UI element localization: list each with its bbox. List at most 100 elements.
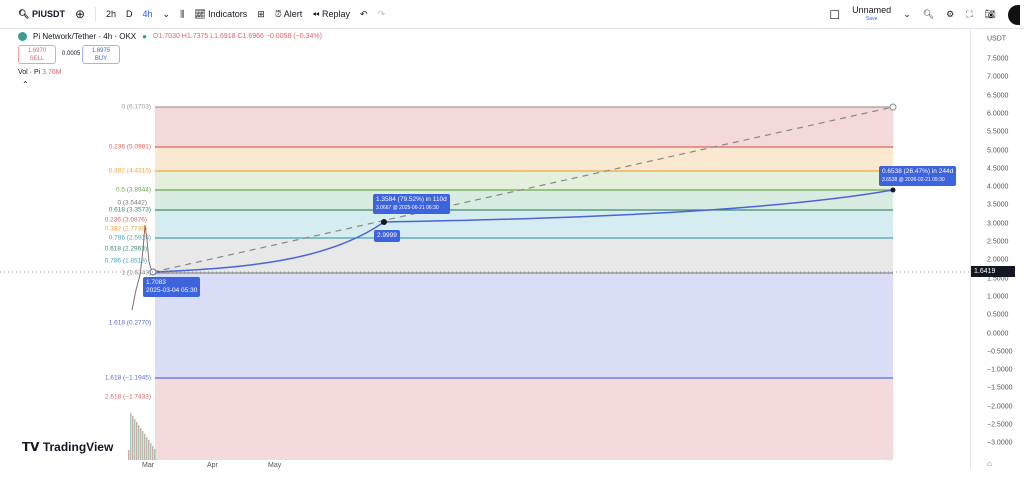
undo-icon[interactable]: ↶	[360, 8, 368, 19]
symbol-title[interactable]: Pi Network/Tether · 4h · OKX	[33, 32, 137, 41]
price-tick: −3.0000	[987, 439, 1013, 447]
volume-bar	[152, 446, 154, 460]
volume-bar	[150, 443, 152, 460]
brand-name: TradingView	[42, 440, 114, 454]
fib-level-label: 0.236 (3.0876)	[104, 216, 147, 224]
volume-bar	[142, 431, 144, 460]
fib-level-label: 1.618 (0.2770)	[108, 319, 151, 327]
volume-bar	[140, 428, 142, 460]
volume-bar	[128, 450, 130, 460]
interval-2h[interactable]: 2h	[106, 9, 117, 19]
volume-bar	[136, 422, 138, 460]
volume-bar	[138, 425, 140, 460]
price-tick: 7.5000	[987, 55, 1009, 63]
fib-level-label: 0.618 (2.2963)	[104, 245, 147, 253]
fib-level-label: 0.786 (2.5919)	[108, 234, 151, 242]
sell-price: 1.6970	[27, 48, 47, 54]
start-price: 1.7083	[146, 279, 166, 286]
price-tick: 2.5000	[987, 238, 1009, 246]
projection-curve	[152, 189, 894, 273]
divider	[95, 7, 97, 21]
avatar[interactable]	[1008, 4, 1020, 25]
time-axis-label: May	[268, 462, 282, 469]
tv-logo-icon: 𝗧𝗩	[22, 440, 40, 454]
redo-icon[interactable]: ↷	[377, 8, 386, 19]
volume-label: Vol · Pi	[18, 69, 41, 76]
spread: 0.0005	[62, 51, 81, 57]
tradingview-logo[interactable]: 𝗧𝗩 TradingView	[22, 440, 113, 454]
replay-label: Replay	[322, 8, 351, 19]
volume-value: 3.76M	[42, 69, 62, 76]
fib-band	[155, 190, 893, 210]
fib-level-label: 0 (6.1703)	[121, 103, 151, 111]
fib-band	[155, 107, 893, 147]
end-point	[890, 187, 896, 193]
buy-label: BUY	[94, 56, 108, 62]
buy-price: 1.6975	[91, 48, 111, 54]
price-tick: −2.0000	[987, 403, 1013, 411]
mid-price-tag: 2.9999	[374, 230, 400, 242]
chevron-down-icon[interactable]: ⌄	[903, 9, 911, 19]
chevron-down-icon[interactable]: ⌄	[162, 8, 171, 19]
symbol-search[interactable]: 🔍︎ PIUSDT	[18, 8, 65, 19]
settings-icon[interactable]: ⚙	[946, 9, 955, 19]
price-tick: 2.0000	[987, 256, 1009, 264]
interval-d[interactable]: D	[126, 9, 133, 19]
templates-icon[interactable]: ⊞	[257, 8, 265, 19]
candles-icon[interactable]: ⫼	[180, 8, 185, 19]
volume-bar	[146, 437, 148, 460]
current-price: 1.6419	[974, 268, 996, 275]
replay-button[interactable]: ⏪︎ Replay	[312, 8, 351, 19]
price-tick: 6.5000	[987, 92, 1009, 100]
volume-bar	[144, 434, 146, 460]
end-change-tag: 0.6538 (26.47%) in 244d 3.6538 @ 2026-02-…	[879, 166, 957, 186]
mid-point	[381, 219, 387, 225]
fib-band	[155, 378, 893, 460]
auto-scale-icon[interactable]: ⌂	[987, 459, 992, 468]
fib-level-label: 1 (1.6343)	[121, 269, 151, 277]
price-tick: 1.0000	[987, 293, 1009, 301]
pi-logo-icon	[18, 32, 27, 41]
price-tick: −1.0000	[987, 366, 1013, 374]
fib-level-label: 0.382 (4.4315)	[108, 167, 151, 175]
trend-line	[152, 106, 894, 273]
layout-icon[interactable]: ☐	[829, 7, 841, 22]
collapse-legend-icon[interactable]: ⌃	[22, 80, 29, 89]
price-tick: 5.0000	[987, 147, 1009, 154]
price-tick: 1.5000	[987, 275, 1009, 283]
indicators-button[interactable]: 📈︎ Indicators	[194, 8, 248, 19]
fib-level-label: 0.618 (3.3573)	[108, 206, 151, 214]
volume-bar	[154, 449, 156, 460]
trend-end-handle	[889, 103, 897, 111]
fib-level-label: 0.236 (5.0981)	[108, 143, 151, 151]
end-detail: 3.6538 @ 2026-02-21 09:30	[882, 177, 945, 183]
volume-bar	[132, 416, 134, 460]
end-change: 0.6538 (26.47%) in 244d	[882, 168, 954, 175]
add-symbol-icon[interactable]: ⊕	[74, 7, 86, 21]
alert-label: Alert	[283, 8, 303, 19]
alert-button[interactable]: ⏰︎ Alert	[274, 8, 303, 19]
currency-label: USDT	[987, 35, 1007, 43]
camera-icon[interactable]: 📷︎	[984, 9, 996, 19]
status-dot-icon: ●	[142, 32, 147, 41]
fib-level-label: 0.786 (1.8518)	[104, 257, 147, 265]
fib-band	[155, 238, 893, 273]
volume-bar	[148, 440, 150, 460]
interval-4h[interactable]: 4h	[142, 9, 153, 19]
fib-level-label: 0 (3.5442)	[117, 199, 147, 207]
time-axis-label: Mar	[142, 462, 155, 469]
symbol-label: PIUSDT	[31, 8, 65, 19]
price-tick: 4.5000	[987, 165, 1009, 173]
quick-search-icon[interactable]: 🔍︎	[922, 9, 935, 19]
price-tick: 5.5000	[987, 128, 1009, 136]
price-tick: 0.5000	[987, 311, 1009, 319]
fullscreen-icon[interactable]: ⛶	[966, 9, 973, 19]
